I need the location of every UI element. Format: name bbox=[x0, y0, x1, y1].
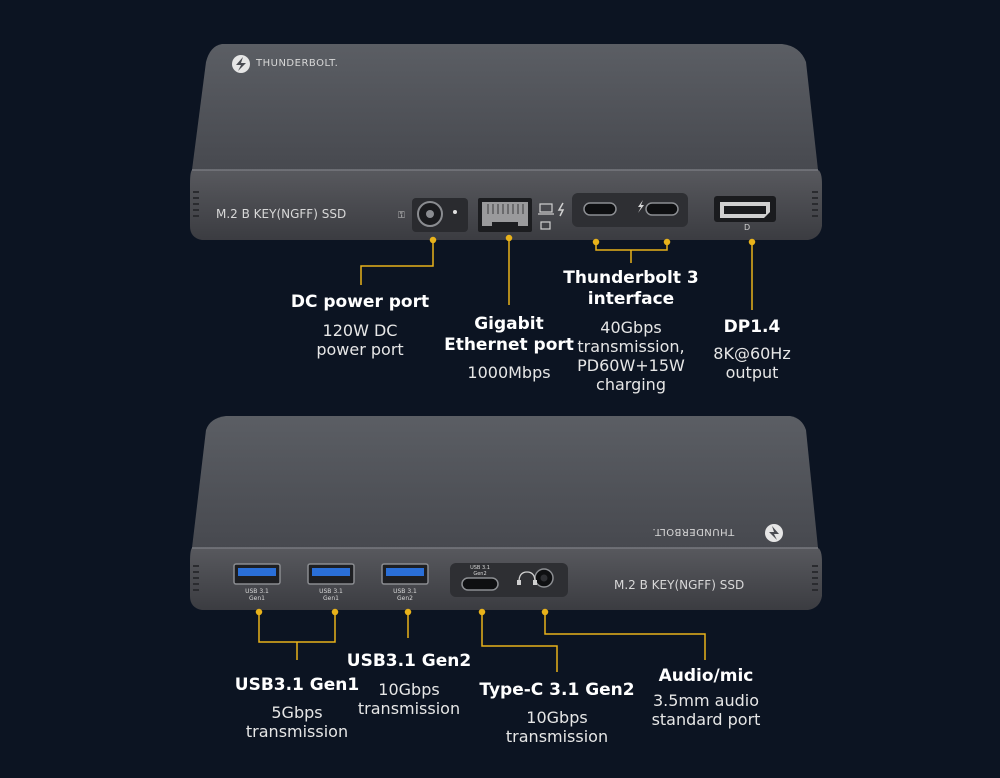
callout-desc-line: power port bbox=[316, 340, 404, 359]
callout-desc-line: PD60W+15W bbox=[577, 356, 685, 375]
thunderbolt-logo-icon bbox=[232, 55, 250, 73]
svg-text:⚿: ⚿ bbox=[398, 211, 405, 221]
callout-desc-line: transmission bbox=[357, 699, 461, 718]
leader-dc bbox=[360, 240, 434, 285]
callout-desc-line: 10Gbps bbox=[526, 708, 588, 727]
svg-text:D: D bbox=[744, 223, 750, 232]
dp-port-icon: D bbox=[714, 196, 776, 232]
callout-title: interface bbox=[587, 289, 675, 309]
callout-title: Audio/mic bbox=[658, 666, 754, 686]
ethernet-port-icon bbox=[478, 198, 532, 232]
leader-usb-gen1 bbox=[258, 612, 336, 643]
leader-audio bbox=[544, 612, 706, 660]
callout-ethernet: Gigabit Ethernet port 1000Mbps bbox=[439, 314, 579, 382]
callout-desc-line: standard port bbox=[651, 710, 761, 729]
usb-port-3-label: USB 3.1 Gen2 bbox=[393, 588, 417, 602]
callout-desc-line: 10Gbps bbox=[378, 680, 440, 699]
callout-desc-line: 40Gbps bbox=[600, 318, 662, 337]
usb-port-2-label: USB 3.1 Gen1 bbox=[319, 588, 343, 602]
callout-desc-line: 120W DC bbox=[322, 321, 398, 340]
usb-a-port-3-icon bbox=[381, 563, 429, 585]
callout-title: Thunderbolt 3 bbox=[563, 268, 699, 288]
usb-port-1-label: USB 3.1 Gen1 bbox=[245, 588, 269, 602]
callout-thunderbolt: Thunderbolt 3 interface 40Gbps transmiss… bbox=[561, 268, 701, 394]
bottom-dock bbox=[190, 416, 822, 610]
bottom-dock-vents-left bbox=[193, 565, 199, 591]
top-dock-vents-left bbox=[193, 191, 199, 217]
callout-title: USB3.1 Gen2 bbox=[346, 651, 472, 671]
callout-desc-line: transmission bbox=[505, 727, 609, 746]
leader-typec bbox=[481, 612, 558, 672]
leader-lines bbox=[255, 234, 756, 672]
callout-usb-gen1: USB3.1 Gen1 5Gbps transmission bbox=[222, 675, 372, 741]
callout-desc-line: transmission, bbox=[577, 337, 685, 356]
callout-desc-line: transmission bbox=[245, 722, 349, 741]
usb-a-port-1-icon bbox=[233, 563, 281, 585]
callout-dp: DP1.4 8K@60Hz output bbox=[700, 317, 804, 382]
callout-title: USB3.1 Gen1 bbox=[234, 675, 360, 695]
callout-usb-gen2: USB3.1 Gen2 10Gbps transmission bbox=[338, 651, 480, 718]
top-dock-vents-right bbox=[812, 191, 818, 217]
typec-port-label: USB 3.1 Gen2 bbox=[470, 565, 490, 577]
typec-audio-panel-icon bbox=[450, 563, 568, 597]
callout-desc-line: charging bbox=[596, 375, 666, 394]
top-dock: ⚿ D bbox=[190, 44, 822, 240]
callout-title: DP1.4 bbox=[723, 317, 781, 337]
callout-title: Type-C 3.1 Gen2 bbox=[479, 680, 635, 700]
callout-audio: Audio/mic 3.5mm audio standard port bbox=[636, 666, 776, 729]
top-brand-text: THUNDERBOLT. bbox=[256, 58, 339, 69]
callout-desc-line: output bbox=[725, 363, 779, 382]
bottom-dock-top-face bbox=[192, 416, 818, 548]
top-ssd-label: M.2 B KEY(NGFF) SSD bbox=[216, 207, 347, 221]
callout-title: Gigabit bbox=[474, 314, 544, 334]
laptop-charge-icon bbox=[538, 202, 565, 230]
callout-title: DC power port bbox=[290, 292, 430, 312]
usb-a-port-2-icon bbox=[307, 563, 355, 585]
callout-desc-line: 3.5mm audio bbox=[652, 691, 760, 710]
top-dock-top-face bbox=[192, 44, 818, 170]
callout-desc-line: 1000Mbps bbox=[467, 363, 551, 382]
bottom-ssd-label: M.2 B KEY(NGFF) SSD bbox=[614, 578, 745, 592]
thunderbolt-logo-mirrored-icon bbox=[765, 524, 783, 542]
callout-typec: Type-C 3.1 Gen2 10Gbps transmission bbox=[477, 680, 637, 746]
leader-thunderbolt bbox=[595, 242, 668, 251]
callout-dc-power: DC power port 120W DC power port bbox=[280, 292, 440, 359]
dc-port-icon: ⚿ bbox=[398, 198, 468, 232]
callout-title: Ethernet port bbox=[444, 335, 574, 355]
thunderbolt-ports-icon bbox=[572, 193, 688, 227]
bottom-brand-text: THUNDERBOLT. bbox=[652, 526, 735, 537]
callout-desc-line: 5Gbps bbox=[271, 703, 323, 722]
bottom-dock-vents-right bbox=[812, 565, 818, 591]
callout-desc-line: 8K@60Hz bbox=[713, 344, 791, 363]
